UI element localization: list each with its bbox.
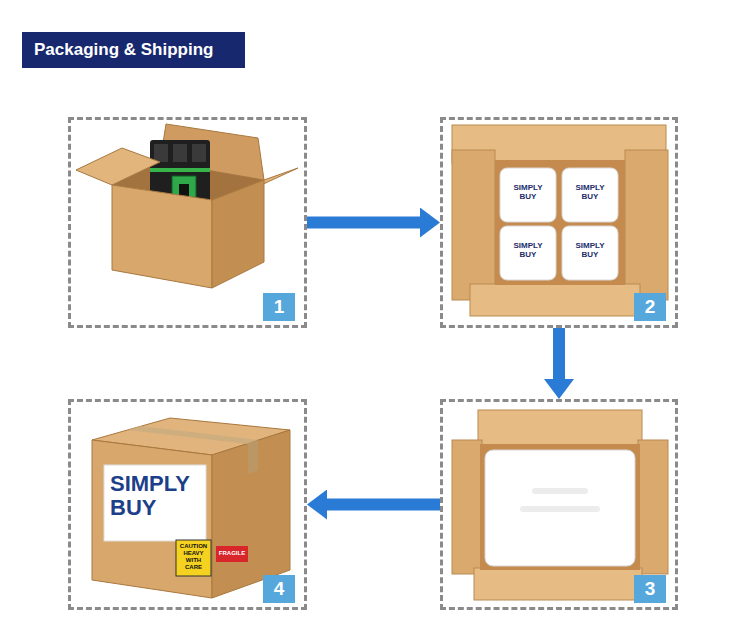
breaker-terminal [154, 144, 168, 162]
carton-right-flap [625, 150, 668, 300]
foam-block [562, 226, 618, 280]
carton-side [212, 430, 290, 598]
carton-top-flap [478, 410, 642, 446]
step-frame: 1 [68, 117, 307, 328]
brand-label: SIMPLY BUY [568, 183, 612, 201]
carton-top-view-four-blocks [452, 125, 668, 316]
foam-emboss [532, 488, 588, 494]
brand-label: SIMPLY BUY [568, 241, 612, 259]
flow-arrow [553, 328, 565, 379]
brand-label: SIMPLY BUY [506, 241, 550, 259]
breaker-stripe [150, 168, 210, 172]
step-frame: 3 [440, 399, 678, 610]
carton-inside [495, 160, 625, 285]
brand-label: SIMPLY BUY [568, 183, 612, 201]
page-title: Packaging & Shipping [34, 40, 213, 60]
foam-block [562, 168, 618, 222]
brand-logo: SIMPLY BUY [110, 472, 202, 520]
callout-number: 2 [634, 293, 666, 321]
fragile-text: FRAGILE [216, 550, 248, 557]
fragile-sticker [216, 546, 248, 562]
brand-label: SIMPLY BUY [568, 241, 612, 259]
breaker-terminal [173, 144, 187, 162]
carton-bottom-flap [470, 284, 640, 316]
carton-front [112, 185, 212, 288]
closed-carton [92, 418, 290, 598]
breaker-terminal [192, 144, 206, 162]
carton-right-flap [638, 440, 668, 574]
brand-label: SIMPLY BUY [506, 241, 550, 259]
carton-top-view-foam-cover [452, 410, 668, 600]
carton-side [212, 180, 264, 288]
callout-number: 3 [634, 575, 666, 603]
foam-block [500, 168, 556, 222]
step-frame: 2 [440, 117, 678, 328]
packing-tape [248, 440, 258, 474]
brand-logo: SIMPLY BUY [110, 472, 202, 520]
caution-text: CAUTION HEAVY WITH CARE [177, 543, 210, 571]
packing-tape [128, 426, 258, 444]
step-frame: 4 [68, 399, 307, 610]
carton-left-flap [452, 440, 482, 574]
callout-number: 4 [263, 575, 295, 603]
flow-arrow [327, 499, 440, 511]
brand-label: SIMPLY BUY [506, 183, 550, 201]
caution-text: CAUTION HEAVY WITH CARE [177, 543, 210, 571]
carton-bottom-flap [474, 568, 642, 600]
carton-inside [480, 444, 640, 570]
carton-front [92, 440, 212, 598]
brand-label: SIMPLY BUY [506, 183, 550, 201]
foam-emboss [520, 506, 600, 512]
title-banner: Packaging & Shipping [22, 32, 245, 68]
caution-sticker [176, 540, 211, 576]
flow-arrow [307, 217, 420, 229]
logo-sticker [104, 465, 206, 541]
foam-block [500, 226, 556, 280]
carton-left-flap [76, 148, 160, 185]
carton-left-flap [452, 150, 495, 300]
foam-cover [485, 450, 635, 566]
fragile-text: FRAGILE [216, 550, 248, 557]
open-carton-with-breaker [76, 124, 298, 288]
callout-number: 1 [263, 293, 295, 321]
